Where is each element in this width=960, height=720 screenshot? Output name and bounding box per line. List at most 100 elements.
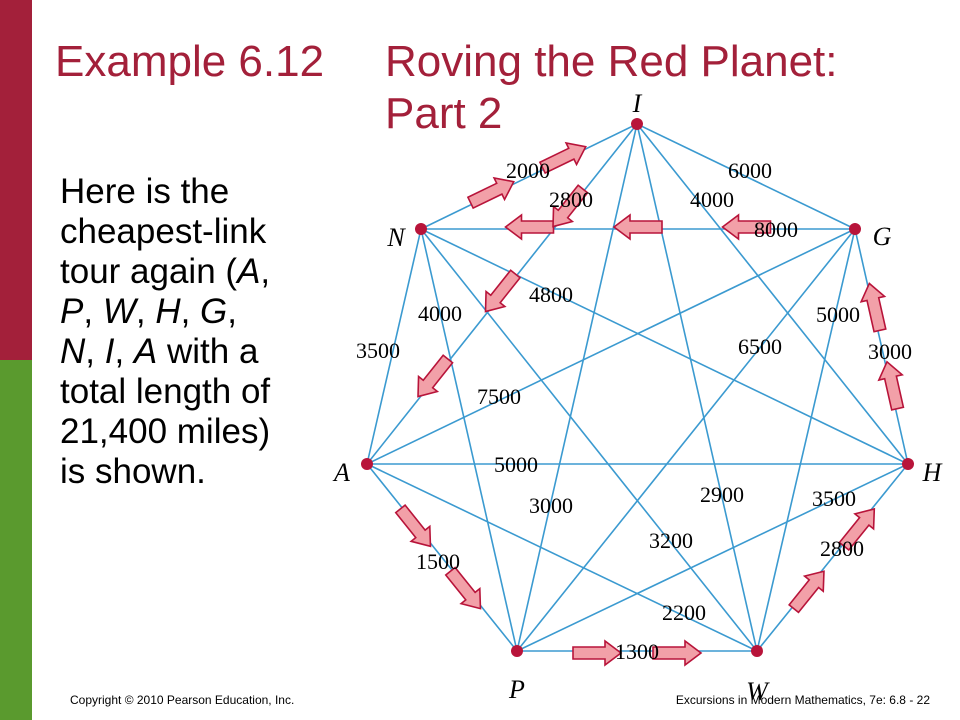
- body-line: total length of: [60, 372, 271, 411]
- body-line: 21,400 miles): [60, 412, 271, 451]
- edge-N-W: [420, 228, 758, 652]
- edge-weight-label: 2800: [820, 536, 864, 561]
- edge-weight-label: 1500: [416, 549, 460, 574]
- edge-H-P: [516, 463, 909, 652]
- edge-weight-label: 5000: [816, 302, 860, 327]
- body-line: cheapest-link: [60, 212, 267, 251]
- tour-vertex: I: [104, 332, 115, 371]
- tour-arrow: [652, 639, 703, 667]
- tour-vertex: A: [133, 332, 158, 371]
- weight-label-layer: 2000 6000 2800 4000 2900 4800 8000 3500 6500 4000…: [356, 158, 912, 664]
- body-separator: ,: [83, 292, 103, 331]
- edge-weight-label: 2800: [549, 187, 593, 212]
- edge-I-W: [636, 123, 758, 652]
- edge-N-A: [366, 228, 422, 465]
- vertex-label: H: [922, 458, 943, 487]
- body-separator: ,: [180, 292, 201, 331]
- body-line: tour again (: [60, 252, 238, 291]
- vertex-G: [849, 223, 861, 235]
- tour-arrow: [466, 176, 515, 210]
- edge-weight-label: 6000: [728, 158, 772, 183]
- edge-weight-label: 4000: [418, 301, 462, 326]
- tour-arrow: [444, 566, 482, 610]
- body-line: is shown.: [60, 452, 206, 491]
- tour-vertex: A: [237, 252, 261, 291]
- tour-arrow: [394, 503, 432, 548]
- edge-weight-label: 3500: [356, 338, 400, 363]
- edge-weight-label: 4000: [690, 187, 734, 212]
- edge-weight-label: 4800: [529, 282, 573, 307]
- edge-G-H: [854, 228, 909, 465]
- edge-weight-label: 3200: [649, 528, 693, 553]
- edge-weight-label: 2900: [700, 482, 744, 507]
- vertex-H: [902, 458, 914, 470]
- edge-N-P: [420, 228, 518, 652]
- tour-arrow: [552, 184, 589, 228]
- edge-N-H: [420, 228, 909, 465]
- body-separator: ,: [227, 292, 238, 331]
- tour-arrow: [612, 213, 663, 241]
- tour-arrow: [417, 354, 454, 398]
- vertex-P: [511, 645, 523, 657]
- edge-weight-label: 3000: [868, 339, 912, 364]
- edge-I-P: [516, 123, 638, 652]
- edge-A-P: [366, 463, 518, 652]
- vertex-label: W: [746, 677, 770, 706]
- tour-arrow: [788, 570, 825, 614]
- tour-vertex: P: [60, 292, 84, 331]
- body-paragraph: Here is the cheapest-link tour again (A,…: [60, 172, 330, 492]
- copyright-footer: Copyright © 2010 Pearson Education, Inc.: [70, 693, 295, 707]
- vertex-label: I: [632, 89, 643, 118]
- vertex-label: A: [332, 458, 350, 487]
- tour-vertex: G: [200, 292, 228, 331]
- tour-arrow: [721, 213, 772, 241]
- edge-H-W: [756, 463, 909, 652]
- edge-A-W: [366, 463, 758, 652]
- vertex-label: G: [873, 222, 892, 251]
- body-separator: ,: [114, 332, 134, 371]
- tour-arrow: [538, 141, 587, 175]
- edge-weight-label: 1300: [615, 639, 659, 664]
- edge-weight-label: 6500: [738, 334, 782, 359]
- body-separator: ,: [135, 292, 156, 331]
- tour-vertex: W: [102, 292, 136, 331]
- vertex-I: [631, 118, 643, 130]
- body-separator: ,: [85, 332, 105, 371]
- body-separator: ,: [260, 252, 271, 291]
- side-bar-green: [0, 360, 32, 720]
- vertex-A: [361, 458, 373, 470]
- edge-weight-label: 3000: [529, 493, 573, 518]
- edge-weight-label: 5000: [494, 452, 538, 477]
- tour-arrow: [859, 282, 887, 333]
- tour-arrow: [877, 360, 905, 411]
- tour-arrow: [838, 507, 876, 552]
- edge-weight-label: 2000: [506, 158, 550, 183]
- edge-G-W: [756, 228, 856, 652]
- edge-N-I: [420, 123, 638, 230]
- edge-G-P: [516, 228, 856, 652]
- example-number: Example 6.12: [55, 37, 325, 86]
- vertex-label-layer: I G H W P A N: [332, 89, 943, 706]
- tour-vertex: H: [155, 292, 181, 331]
- vertex-W: [751, 645, 763, 657]
- tour-arrow-layer: [394, 141, 905, 667]
- edge-weight-label: 7500: [477, 384, 521, 409]
- vertex-label: P: [508, 675, 525, 704]
- example-title: Roving the Red Planet: Part 2: [385, 37, 838, 138]
- vertex-label: N: [386, 223, 406, 252]
- edge-I-H: [636, 123, 909, 465]
- side-bar-red: [0, 0, 32, 360]
- edge-I-G: [636, 123, 856, 230]
- body-line: Here is the: [60, 172, 230, 211]
- tour-arrow: [504, 213, 555, 241]
- tour-vertex: N: [60, 332, 86, 371]
- vertex-layer: [361, 118, 914, 657]
- edge-layer: [366, 123, 909, 652]
- tour-arrow: [484, 269, 522, 313]
- edge-weight-label: 2200: [662, 600, 706, 625]
- vertex-N: [415, 223, 427, 235]
- edge-weight-label: 3500: [812, 486, 856, 511]
- tour-arrow: [572, 639, 623, 667]
- edge-weight-label: 8000: [754, 217, 798, 242]
